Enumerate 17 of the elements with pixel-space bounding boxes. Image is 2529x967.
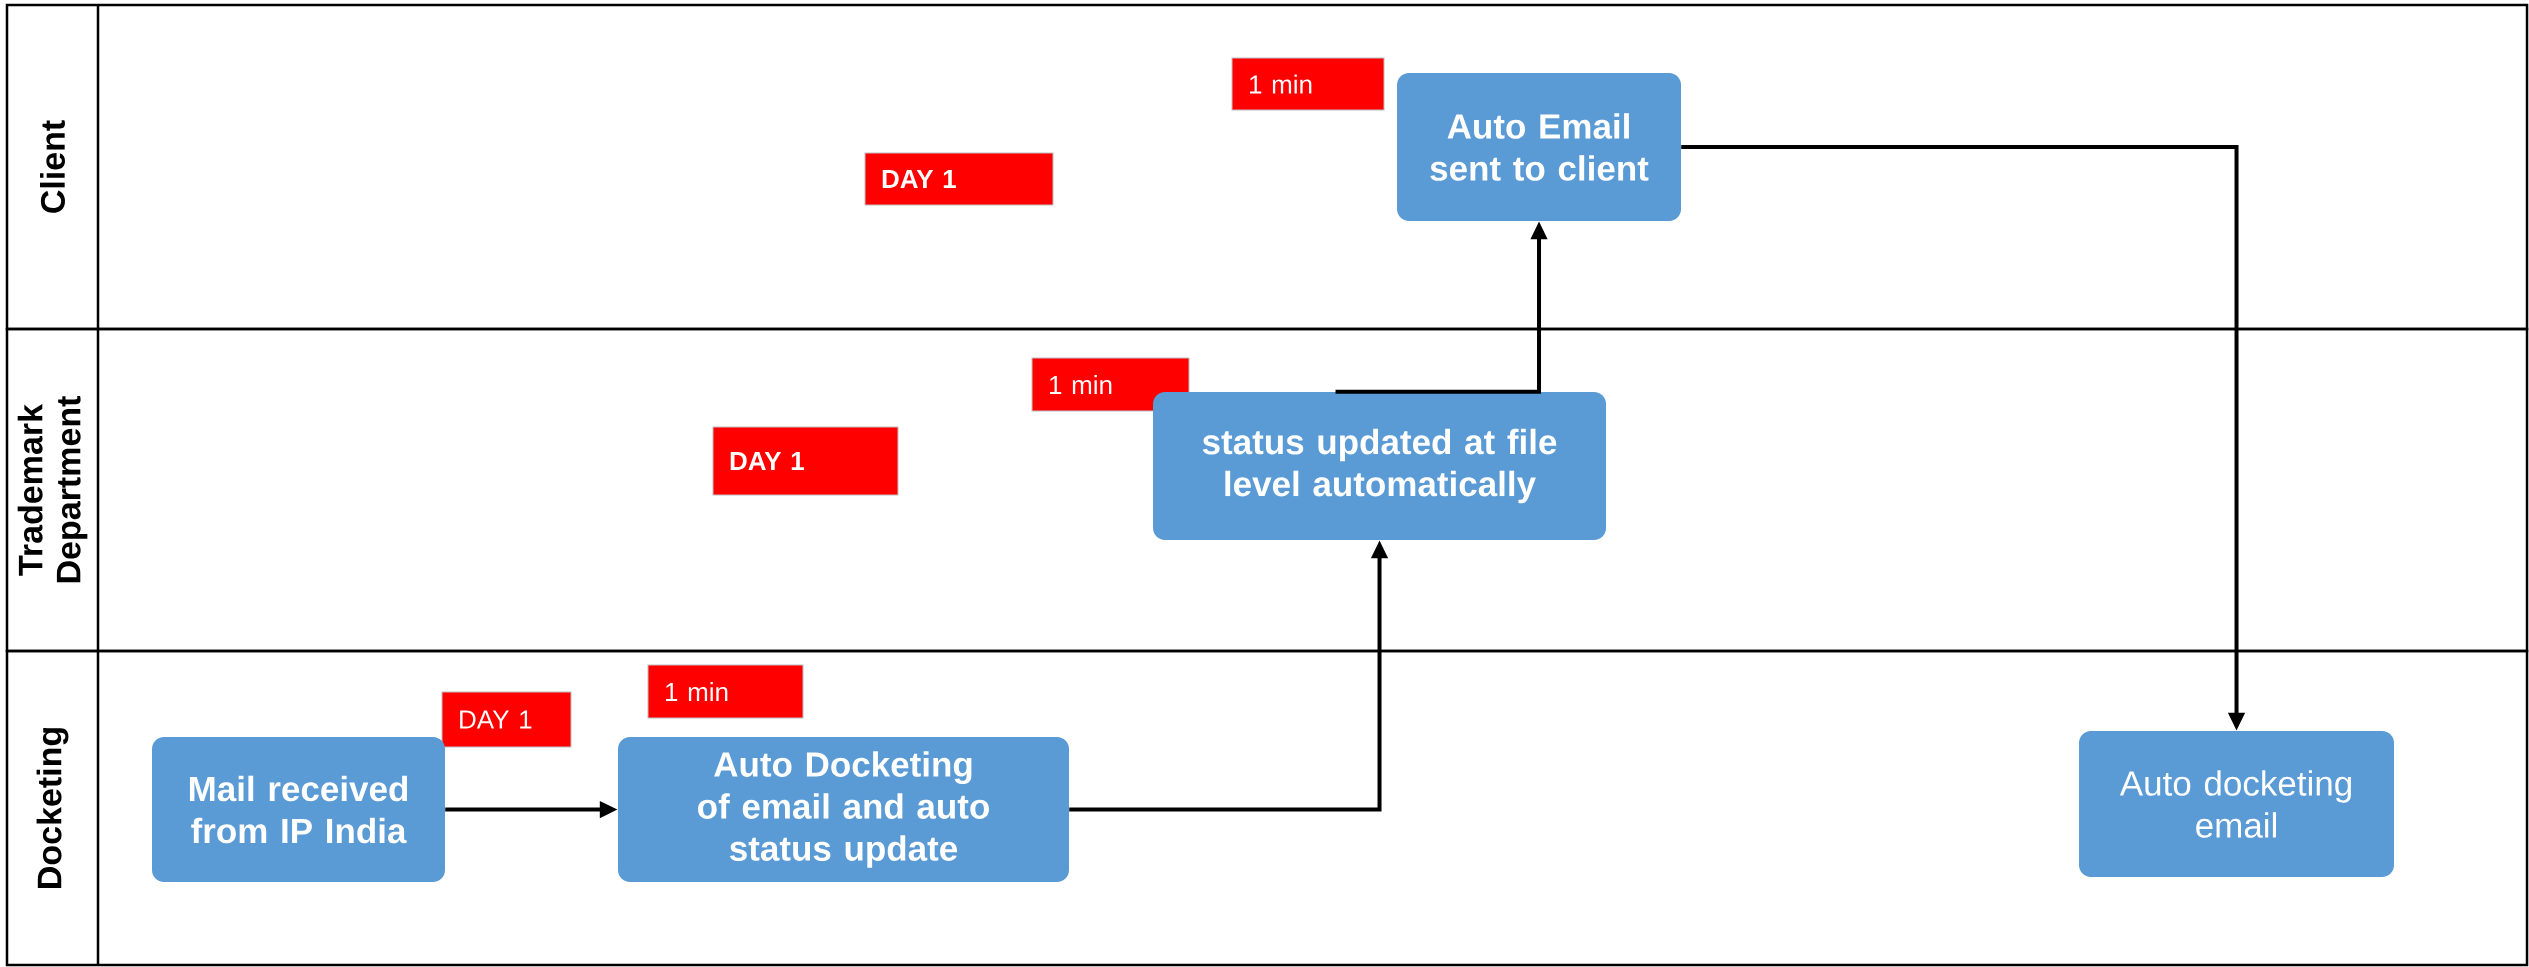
lane-heading: Client <box>40 120 65 213</box>
swimlane <box>5 3 2529 331</box>
time-tag: DAY 1 <box>864 152 1054 206</box>
lane-heading: Trademark Department <box>17 396 88 583</box>
time-tag: 1 min <box>1031 357 1190 412</box>
time-tag: 1 min <box>1231 57 1385 111</box>
process-box: Mail received from IP India <box>152 737 445 882</box>
process-box: status updated at file level automatically <box>1153 392 1606 540</box>
process-box: Auto Docketing of email and auto status update <box>618 737 1069 882</box>
process-box: Auto Email sent to client <box>1397 73 1681 221</box>
swimlane <box>5 327 2529 653</box>
lane-heading: Docketing <box>36 728 69 888</box>
time-tag: 1 min <box>647 664 804 719</box>
time-tag: DAY 1 <box>712 426 899 496</box>
time-tag: DAY 1 <box>441 691 572 748</box>
process-box: Auto docketing email <box>2079 731 2395 877</box>
swimlane <box>5 649 2529 967</box>
